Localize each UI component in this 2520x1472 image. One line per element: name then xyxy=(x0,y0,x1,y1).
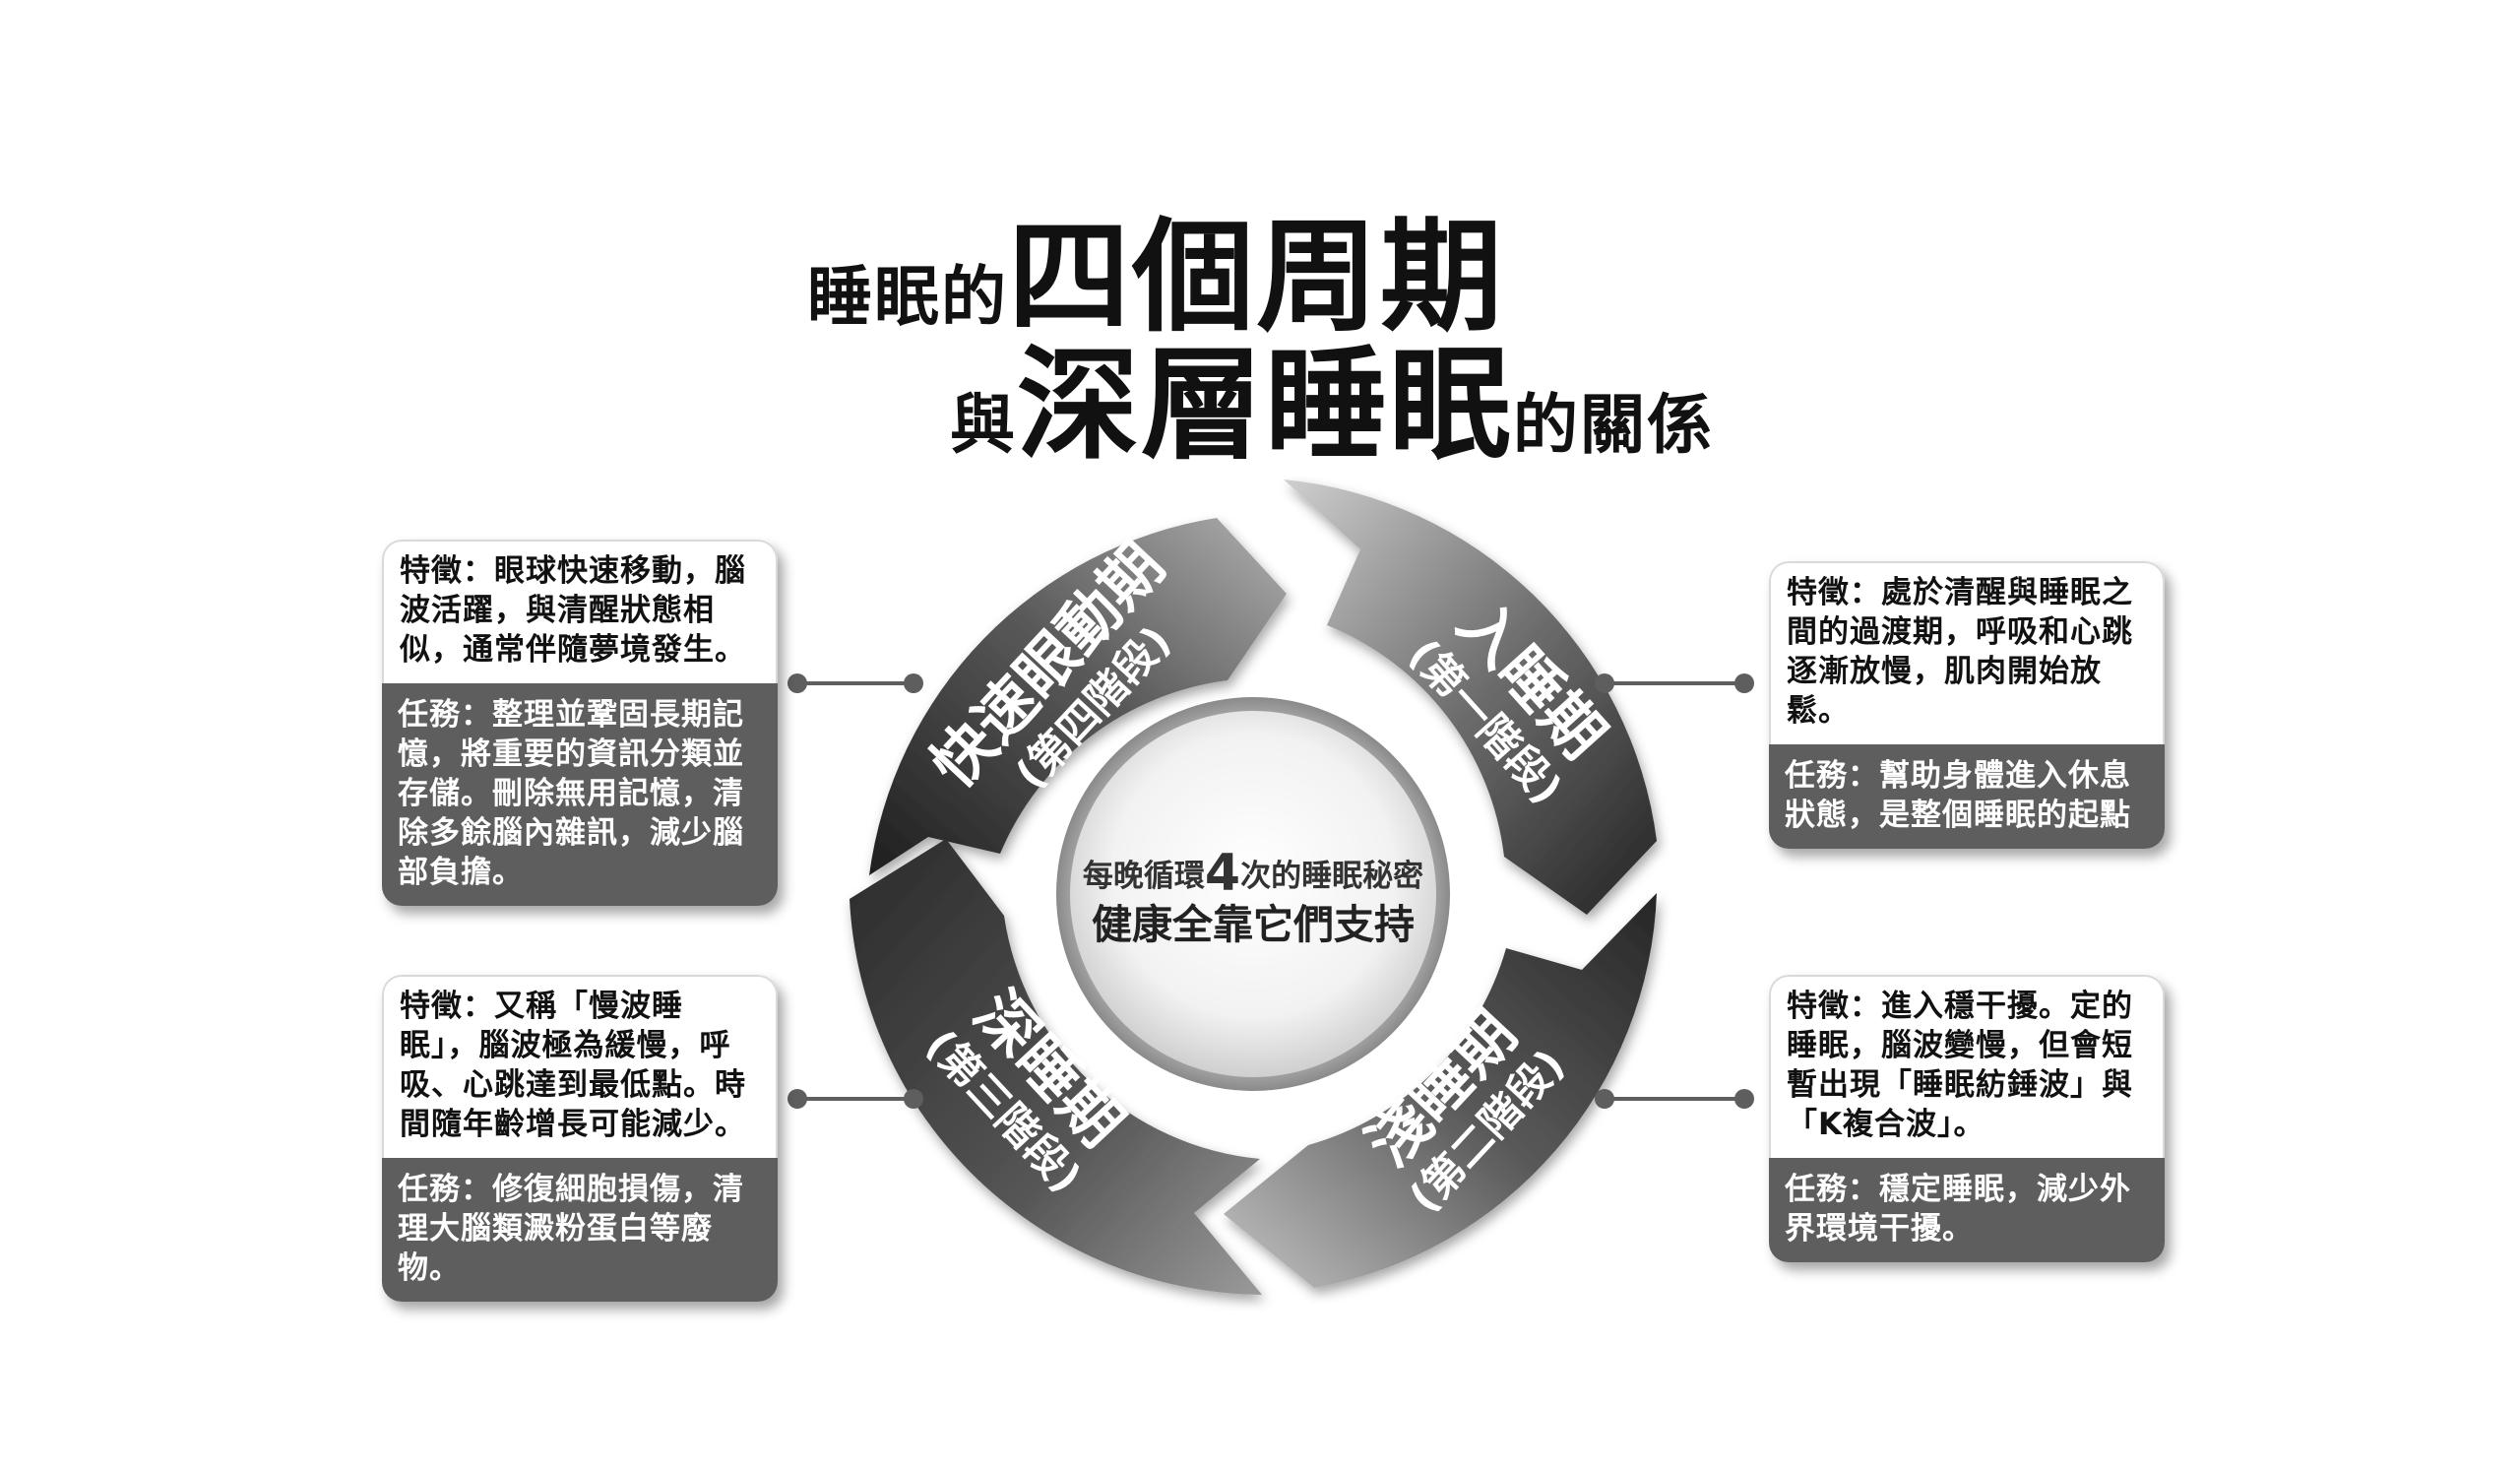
card-rem: 特徵：眼球快速移動，腦波活躍，與清醒狀態相似，通常伴隨夢境發生。 任務：整理並鞏… xyxy=(382,540,778,906)
card-stage-2-feature: 特徵：進入穩干擾。定的睡眠，腦波變慢，但會短暫出現「睡眠紡錘波」與「K複合波」。 xyxy=(1769,975,2165,1158)
connector-dot-rem-card xyxy=(788,673,807,693)
center-line-1: 每晚循環4次的睡眠秘密 xyxy=(1083,844,1423,903)
segment-stage-1 xyxy=(1284,480,1657,915)
card-stage-2: 特徵：進入穩干擾。定的睡眠，腦波變慢，但會短暫出現「睡眠紡錘波」與「K複合波」。… xyxy=(1769,975,2165,1262)
card-rem-feature: 特徵：眼球快速移動，腦波活躍，與清醒狀態相似，通常伴隨夢境發生。 xyxy=(382,540,778,683)
connector-dot-rem-ring xyxy=(904,673,923,693)
title-line-1: 睡眠的四個周期 xyxy=(807,177,1504,354)
card-stage-1-feature: 特徵：處於清醒與睡眠之間的過渡期，呼吸和心跳逐漸放慢，肌肉開始放鬆。 xyxy=(1769,561,2165,744)
center-disc xyxy=(1070,711,1436,1077)
card-stage-1: 特徵：處於清醒與睡眠之間的過渡期，呼吸和心跳逐漸放慢，肌肉開始放鬆。 任務：幫助… xyxy=(1769,561,2165,849)
title-emphasis-2: 深層睡眠 xyxy=(1017,335,1514,477)
connector-dot-stage-3-card xyxy=(788,1089,807,1109)
card-stage-3-feature: 特徵：又稱「慢波睡眠」，腦波極為緩慢，呼吸、心跳達到最低點。時間隨年齡增長可能減… xyxy=(382,975,778,1158)
connector-stage-3 xyxy=(795,1097,914,1101)
card-stage-3: 特徵：又稱「慢波睡眠」，腦波極為緩慢，呼吸、心跳達到最低點。時間隨年齡增長可能減… xyxy=(382,975,778,1302)
title-prefix: 睡眠的 xyxy=(807,259,1008,335)
connector-dot-stage-1-ring xyxy=(1595,673,1614,693)
connector-dot-stage-1-card xyxy=(1734,673,1754,693)
segment-stage-2 xyxy=(1224,893,1657,1288)
segment-rem xyxy=(869,518,1287,875)
card-stage-1-task: 任務：幫助身體進入休息狀態，是整個睡眠的起點 xyxy=(1769,744,2165,849)
connector-dot-stage-3-ring xyxy=(904,1089,923,1109)
segment-stage-3 xyxy=(850,839,1262,1295)
title-suffix: 的關係 xyxy=(1513,387,1715,463)
connector-stage-2 xyxy=(1605,1097,1744,1101)
title-line-2: 與深層睡眠的關係 xyxy=(950,305,1714,482)
connector-rem xyxy=(795,681,914,685)
card-stage-3-task: 任務：修復細胞損傷，清理大腦類澱粉蛋白等廢物。 xyxy=(382,1158,778,1302)
title-emphasis-1: 四個周期 xyxy=(1008,207,1505,349)
title-connector: 與 xyxy=(950,387,1017,463)
center-line-2: 健康全靠它們支持 xyxy=(1092,901,1415,948)
card-stage-2-task: 任務：穩定睡眠，減少外界環境干擾。 xyxy=(1769,1158,2165,1262)
connector-dot-stage-2-card xyxy=(1734,1089,1754,1109)
connector-stage-1 xyxy=(1605,681,1744,685)
connector-dot-stage-2-ring xyxy=(1595,1089,1614,1109)
card-rem-task: 任務：整理並鞏固長期記憶，將重要的資訊分類並存儲。刪除無用記憶，清除多餘腦內雜訊… xyxy=(382,683,778,906)
